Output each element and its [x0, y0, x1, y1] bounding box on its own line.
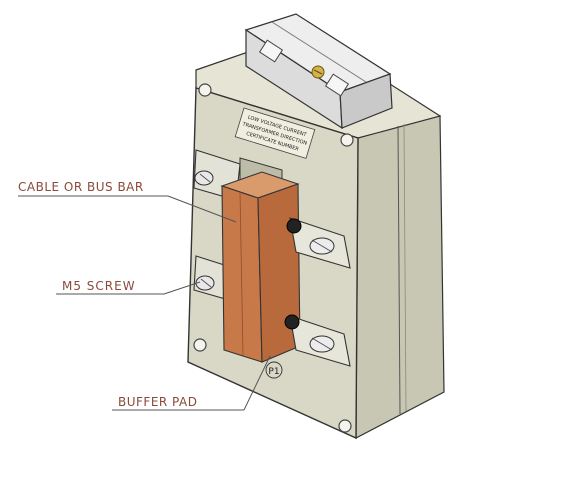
- side-seam-2: [403, 123, 407, 412]
- busbar-front: [221, 185, 263, 363]
- terminal-divider: [271, 21, 367, 83]
- side-seam: [397, 125, 401, 415]
- leader-screw-angled: [163, 281, 201, 295]
- m5-screw-icon: [194, 170, 214, 186]
- p1-marking-circle: [265, 361, 283, 379]
- corner-hole-icon: [340, 133, 354, 147]
- right-clamps: [284, 217, 351, 367]
- label-buffer-pad: BUFFER PAD: [118, 395, 197, 409]
- m5-screw-thread: [199, 173, 211, 183]
- terminal-window: [258, 39, 284, 63]
- terminal-window: [324, 73, 350, 97]
- m5-screw-thread: [311, 239, 333, 253]
- label-m5-screw: M5 SCREW: [62, 279, 136, 293]
- busbar: [220, 171, 301, 363]
- name-plate: LOW VOLTAGE CURRENT TRANSFORMER DIRECTIO…: [234, 107, 316, 159]
- p1-marking-text: P1: [268, 367, 279, 377]
- m5-screw-thread: [200, 278, 212, 288]
- callout-pad: BUFFER PAD: [112, 355, 271, 411]
- corner-hole-icon: [338, 419, 352, 433]
- name-plate-frame: [234, 107, 316, 159]
- screw-head-icon: [284, 314, 300, 330]
- corner-hole-icon: [193, 338, 207, 352]
- callout-screw: M5 SCREW: [56, 279, 201, 295]
- terminal-block-side: [339, 73, 393, 129]
- leader-cable-angled: [167, 195, 237, 223]
- terminal-block: [244, 13, 393, 130]
- leader-pad-angled: [243, 355, 271, 411]
- callout-cable: CABLE OR BUS BAR: [18, 180, 237, 223]
- corner-hole-icon: [198, 83, 212, 97]
- label-cable-or-bus-bar: CABLE OR BUS BAR: [18, 180, 144, 194]
- secondary-screw-slot: [313, 69, 323, 75]
- p1-marking: P1: [265, 361, 283, 379]
- m5-screw-thread: [311, 337, 333, 351]
- busbar-edge: [239, 191, 244, 357]
- m5-screw-icon: [195, 275, 215, 291]
- screw-head-icon: [286, 218, 302, 234]
